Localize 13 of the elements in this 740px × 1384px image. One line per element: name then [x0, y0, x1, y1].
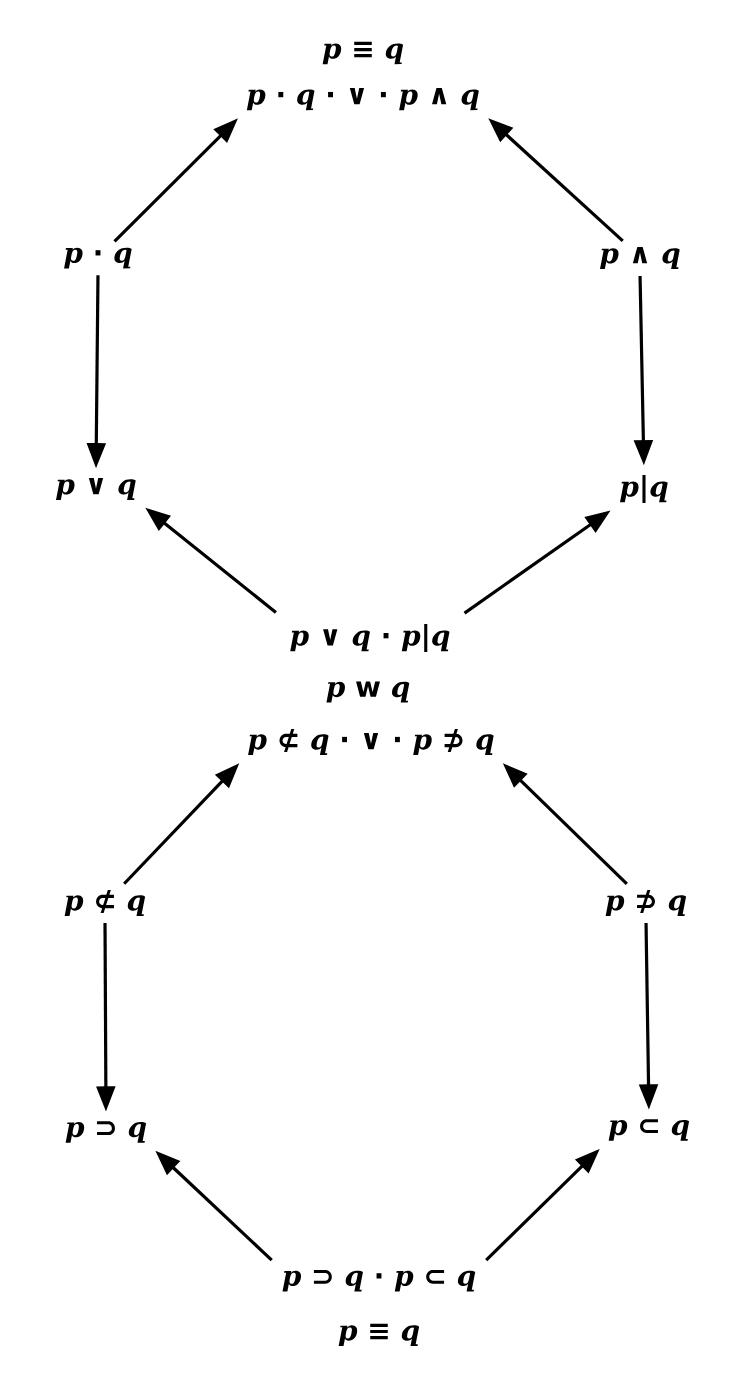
logic-expression: p ⊃ q — [65, 1121, 147, 1143]
logic-expression: p ∧ q — [600, 247, 680, 270]
logic-expression: p ⊃ q · p ⊂ q p ≡ q — [282, 1269, 476, 1347]
logic-expression: p ∨ q — [56, 478, 136, 501]
logic-expression: p ⊄ q · ∨ · p ⊅ q — [248, 728, 494, 756]
logic-expression: p ⊂ q — [608, 1119, 690, 1141]
logic-expression: p ⊅ q — [605, 890, 687, 917]
logic-expression: p · q — [64, 247, 132, 269]
logic-expression: p|q — [620, 475, 668, 503]
logic-expression: p ≡ q p · q · ∨ · p ∧ q — [246, 41, 479, 111]
logic-expression: p ∨ q · p|q — [290, 624, 450, 652]
logic-expression: p w q — [326, 681, 410, 703]
logic-expression: p ⊄ q — [64, 889, 146, 917]
